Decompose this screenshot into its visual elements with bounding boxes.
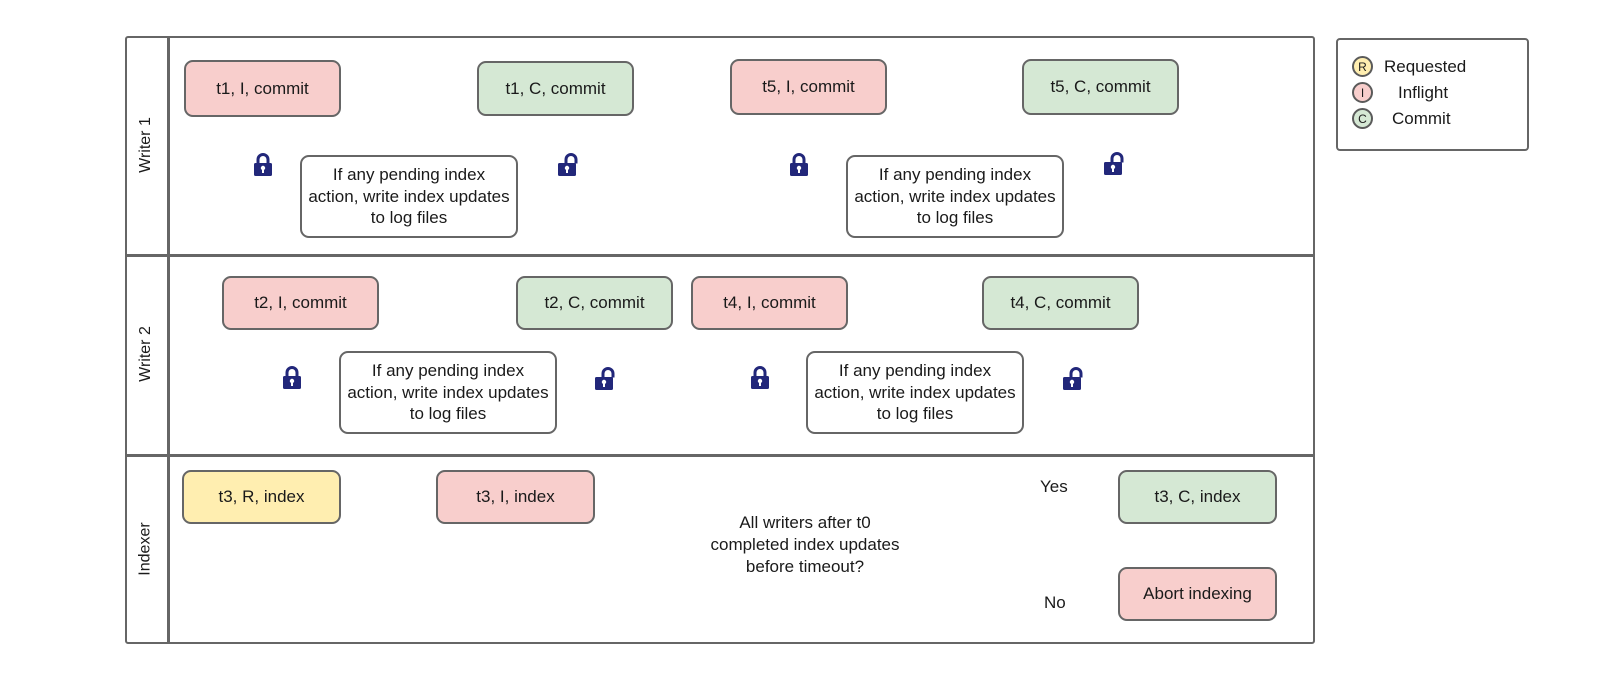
edge-label-no-text: No bbox=[1044, 593, 1066, 612]
decision-all-writers-completed[interactable]: All writers after t0 completed index upd… bbox=[666, 458, 944, 632]
node-t2-inflight-commit[interactable]: t2, I, commit bbox=[222, 276, 379, 330]
node-t1-commit[interactable]: t1, C, commit bbox=[477, 61, 634, 116]
node-t4-inflight-commit-label: t4, I, commit bbox=[723, 293, 816, 313]
node-t3-commit-index[interactable]: t3, C, index bbox=[1118, 470, 1277, 524]
edge-label-no: No bbox=[1044, 593, 1066, 613]
lane-label-writer-2: Writer 2 bbox=[125, 254, 167, 454]
lock-open-icon-w1-t1 bbox=[558, 153, 578, 176]
legend-label-inflight: Inflight bbox=[1398, 82, 1449, 102]
lane-header-column-divider bbox=[167, 36, 170, 644]
node-t4-inflight-commit[interactable]: t4, I, commit bbox=[691, 276, 848, 330]
lock-open-icon-w2-t2 bbox=[595, 367, 615, 390]
node-t4-commit-label: t4, C, commit bbox=[1010, 293, 1111, 313]
node-writer2-t4-process-label: If any pending index action, write index… bbox=[814, 360, 1016, 424]
decision-label: All writers after t0 completed index upd… bbox=[666, 458, 944, 632]
node-t2-commit[interactable]: t2, C, commit bbox=[516, 276, 673, 330]
node-t1-inflight-commit-label: t1, I, commit bbox=[216, 78, 309, 98]
legend-badge-inflight-icon: I bbox=[1352, 82, 1373, 103]
node-writer1-t5-process-label: If any pending index action, write index… bbox=[854, 164, 1056, 228]
edge-label-yes: Yes bbox=[1040, 477, 1068, 497]
legend-item-inflight: I Inflight bbox=[1352, 82, 1448, 103]
node-abort-indexing[interactable]: Abort indexing bbox=[1118, 567, 1277, 621]
lock-closed-icon-w1-t1 bbox=[254, 153, 272, 176]
lock-open-icon-w2-t4 bbox=[1063, 367, 1083, 390]
legend-badge-commit-letter: C bbox=[1358, 111, 1367, 126]
node-t3-commit-index-label: t3, C, index bbox=[1154, 487, 1241, 507]
lane-label-writer-2-text: Writer 2 bbox=[137, 326, 154, 382]
node-t3-requested-index-label: t3, R, index bbox=[218, 487, 305, 507]
node-t1-commit-label: t1, C, commit bbox=[505, 78, 606, 98]
node-t3-requested-index[interactable]: t3, R, index bbox=[182, 470, 341, 524]
lock-open-icon-w1-t5 bbox=[1104, 152, 1124, 175]
node-writer1-t5-process[interactable]: If any pending index action, write index… bbox=[846, 155, 1064, 238]
edge-label-yes-text: Yes bbox=[1040, 477, 1068, 496]
legend-item-commit: C Commit bbox=[1352, 108, 1451, 129]
legend-badge-inflight-letter: I bbox=[1360, 85, 1365, 100]
legend-label-commit: Commit bbox=[1392, 108, 1451, 128]
lane-label-writer-1-text: Writer 1 bbox=[137, 117, 154, 173]
lane-divider-1 bbox=[125, 254, 1315, 257]
lane-label-indexer: Indexer bbox=[125, 454, 167, 644]
lock-closed-icon-w2-t2 bbox=[283, 366, 301, 389]
lane-label-writer-1: Writer 1 bbox=[125, 36, 167, 254]
legend-badge-commit-icon: C bbox=[1352, 108, 1373, 129]
legend-badge-requested-letter: R bbox=[1358, 59, 1367, 74]
decision-label-text: All writers after t0 completed index upd… bbox=[710, 512, 900, 577]
node-t3-inflight-index[interactable]: t3, I, index bbox=[436, 470, 595, 524]
node-writer2-t2-process[interactable]: If any pending index action, write index… bbox=[339, 351, 557, 434]
lane-divider-2 bbox=[125, 454, 1315, 457]
legend-badge-requested-icon: R bbox=[1352, 56, 1373, 77]
lane-label-indexer-text: Indexer bbox=[137, 522, 154, 576]
node-t3-inflight-index-label: t3, I, index bbox=[476, 487, 555, 507]
node-writer1-t1-process-label: If any pending index action, write index… bbox=[308, 164, 510, 228]
lock-closed-icon-w1-t5 bbox=[790, 153, 808, 176]
node-t5-inflight-commit[interactable]: t5, I, commit bbox=[730, 59, 887, 115]
node-t1-inflight-commit[interactable]: t1, I, commit bbox=[184, 60, 341, 117]
swimlane-pool bbox=[125, 36, 1315, 644]
node-t5-commit[interactable]: t5, C, commit bbox=[1022, 59, 1179, 115]
node-writer2-t2-process-label: If any pending index action, write index… bbox=[347, 360, 549, 424]
node-t2-commit-label: t2, C, commit bbox=[544, 293, 645, 313]
node-t5-inflight-commit-label: t5, I, commit bbox=[762, 77, 855, 97]
legend-item-requested: R Requested bbox=[1352, 56, 1466, 77]
node-writer1-t1-process[interactable]: If any pending index action, write index… bbox=[300, 155, 518, 238]
node-t2-inflight-commit-label: t2, I, commit bbox=[254, 293, 347, 313]
lock-closed-icon-w2-t4 bbox=[751, 366, 769, 389]
node-writer2-t4-process[interactable]: If any pending index action, write index… bbox=[806, 351, 1024, 434]
node-t4-commit[interactable]: t4, C, commit bbox=[982, 276, 1139, 330]
legend-label-requested: Requested bbox=[1384, 56, 1467, 76]
node-t5-commit-label: t5, C, commit bbox=[1050, 77, 1151, 97]
node-abort-indexing-label: Abort indexing bbox=[1143, 584, 1252, 604]
